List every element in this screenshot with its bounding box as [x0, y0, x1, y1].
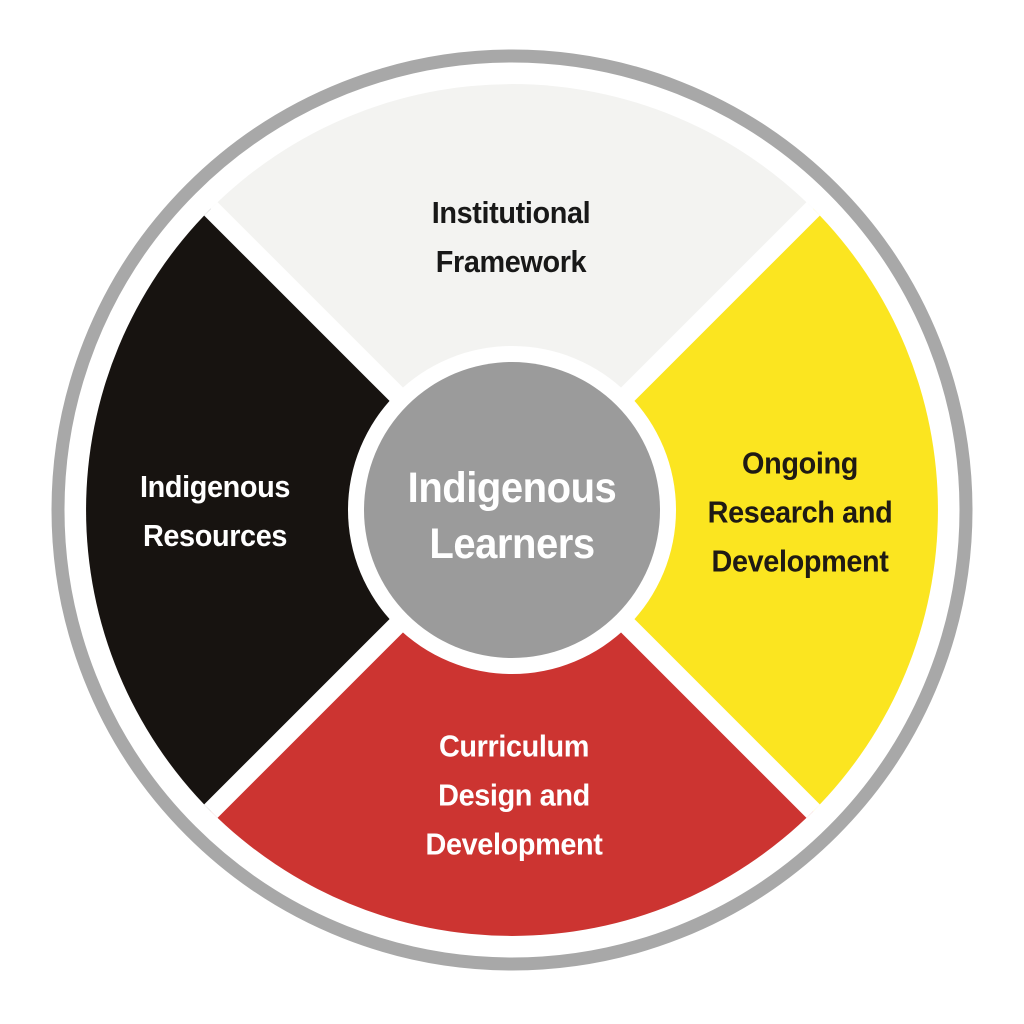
label-line: Learners	[429, 520, 595, 568]
label-indigenous-learners: Indigenous Learners	[408, 461, 617, 573]
label-line: Framework	[435, 244, 587, 279]
label-line: Design and	[438, 777, 590, 813]
label-line: Resources	[142, 518, 288, 553]
label-line: Institutional	[431, 195, 591, 231]
label-line: Development	[425, 826, 603, 862]
label-line: Research and	[707, 494, 893, 530]
center-circle	[364, 362, 660, 658]
label-line: Indigenous	[407, 464, 617, 513]
label-line: Development	[711, 543, 889, 579]
quadrant-right-shape	[512, 208, 938, 812]
label-institutional-framework: Institutional Framework	[432, 189, 591, 287]
label-indigenous-resources: Indigenous Resources	[140, 463, 290, 561]
quadrant-left-shape	[86, 208, 512, 812]
outer-ring	[51, 49, 973, 971]
label-ongoing-research-development: Ongoing Research and Development	[708, 440, 893, 587]
quadrant-top-shape	[210, 84, 814, 510]
label-curriculum-design-development: Curriculum Design and Development	[426, 723, 603, 870]
label-line: Curriculum	[438, 728, 590, 764]
quadrant-bottom-shape	[210, 510, 814, 936]
label-line: Ongoing	[742, 445, 858, 481]
label-line: Indigenous	[139, 469, 291, 505]
